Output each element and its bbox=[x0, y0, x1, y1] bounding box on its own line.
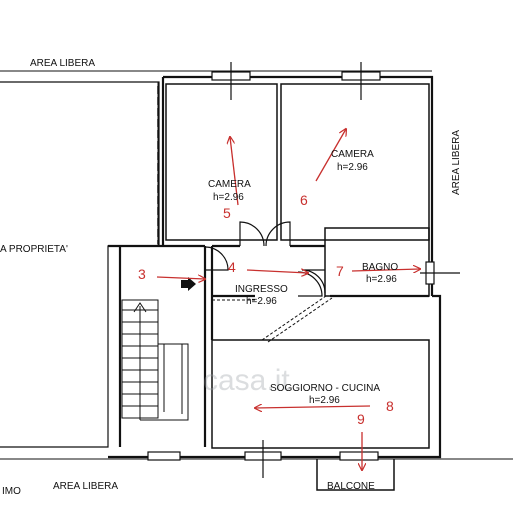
watermark: casa.it bbox=[203, 364, 290, 397]
room-height-bagno: h=2.96 bbox=[366, 274, 397, 285]
entrance-arrow-icon bbox=[181, 277, 196, 291]
staircase bbox=[121, 299, 189, 421]
windows bbox=[147, 62, 460, 478]
route-arrow-5 bbox=[230, 137, 239, 206]
label-area-top: AREA LIBERA bbox=[30, 58, 95, 69]
route-arrow-7 bbox=[351, 269, 420, 271]
balcony-outline bbox=[316, 459, 395, 491]
route-arrow-6 bbox=[315, 129, 346, 182]
label-bottom-left-fragment: IMO bbox=[2, 486, 21, 497]
hatched-partition bbox=[212, 295, 333, 343]
label-area-bottom: AREA LIBERA bbox=[53, 481, 118, 492]
adjacent-property-outline bbox=[0, 81, 160, 448]
boundary-lines bbox=[0, 70, 513, 460]
route-arrow-3 bbox=[156, 277, 205, 279]
room-height-camera-5: h=2.96 bbox=[213, 192, 244, 203]
label-left-property: A PROPRIETA' bbox=[0, 244, 68, 255]
room-name-ingresso: INGRESSO bbox=[235, 284, 288, 295]
route-arrow-8 bbox=[255, 406, 371, 408]
building-walls bbox=[108, 75, 442, 459]
room-number-7: 7 bbox=[336, 263, 344, 279]
route-arrow-4 bbox=[246, 270, 308, 273]
room-height-camera-6: h=2.96 bbox=[337, 162, 368, 173]
room-height-ingresso: h=2.96 bbox=[246, 296, 277, 307]
marker-number-3: 3 bbox=[138, 266, 146, 282]
label-balcony: BALCONE bbox=[327, 481, 375, 492]
route-arrows bbox=[156, 129, 420, 470]
room-name-camera-6: CAMERA bbox=[331, 149, 374, 160]
marker-number-9: 9 bbox=[357, 411, 365, 427]
room-number-5: 5 bbox=[223, 205, 231, 221]
room-height-soggiorno-cucina: h=2.96 bbox=[309, 395, 340, 406]
service-shaft bbox=[157, 86, 164, 244]
room-number-6: 6 bbox=[300, 192, 308, 208]
room-number-4: 4 bbox=[228, 259, 236, 275]
room-name-camera-5: CAMERA bbox=[208, 179, 251, 190]
room-number-8: 8 bbox=[386, 398, 394, 414]
room-name-soggiorno-cucina: SOGGIORNO - CUCINA bbox=[270, 383, 380, 394]
label-area-right: AREA LIBERA bbox=[451, 130, 462, 195]
room-name-bagno: BAGNO bbox=[362, 262, 398, 273]
